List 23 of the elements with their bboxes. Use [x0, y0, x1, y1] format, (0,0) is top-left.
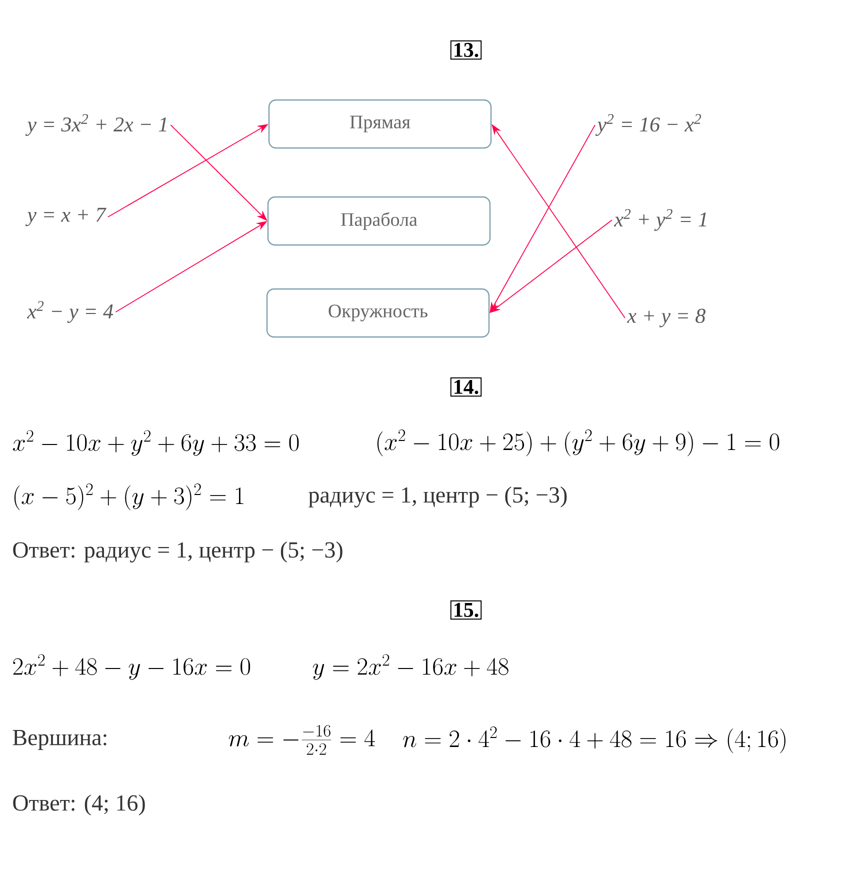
equation: y = 3x$^{2}$ + 2x − 1	[25, 114, 166, 136]
formula: $2x^2+48-y-16x=0$	[13, 654, 250, 680]
equation: y = x + 7	[25, 208, 106, 226]
formula: $m=-\frac{-16}{2\cdot 2}=4$	[228, 724, 375, 755]
problem-number: 15.	[450, 600, 482, 620]
term-box: Прямая	[268, 99, 492, 149]
problem-number: 14.	[450, 377, 482, 397]
text-line: Ответ: радиус = 1, центр − (5; −3)	[13, 542, 342, 562]
text-line: Ответ: (4; 16)	[13, 794, 145, 816]
term-box: Окружность	[266, 288, 490, 338]
formula: $(x-5)^2+(y+3)^2=1$	[14, 484, 244, 510]
formula: $x^2-10x+y^2+6y+33=0$	[12, 430, 299, 456]
term-box: Парабола	[267, 196, 491, 246]
formula: $(x^2-10x+25)+(y^2+6y+9)-1=0$	[377, 430, 780, 456]
equation: x$^{2}$ + y$^{2}$ = 1	[614, 209, 706, 231]
equation: x + y = 8	[626, 308, 706, 328]
equation: y$^{2}$ = 16 − x$^{2}$	[595, 114, 702, 136]
problem-number: 13.	[450, 40, 482, 60]
formula: $n=2\cdot 4^2-16\cdot 4+48=16\Rightarrow(4;16)$	[403, 726, 786, 754]
formula: $y=2x^2-16x+48$	[312, 654, 508, 680]
text-line: Вершина:	[12, 730, 106, 750]
text-line: радиус = 1, центр − (5; −3)	[308, 486, 567, 508]
equation: x$^{2}$ − y = 4	[26, 301, 114, 323]
